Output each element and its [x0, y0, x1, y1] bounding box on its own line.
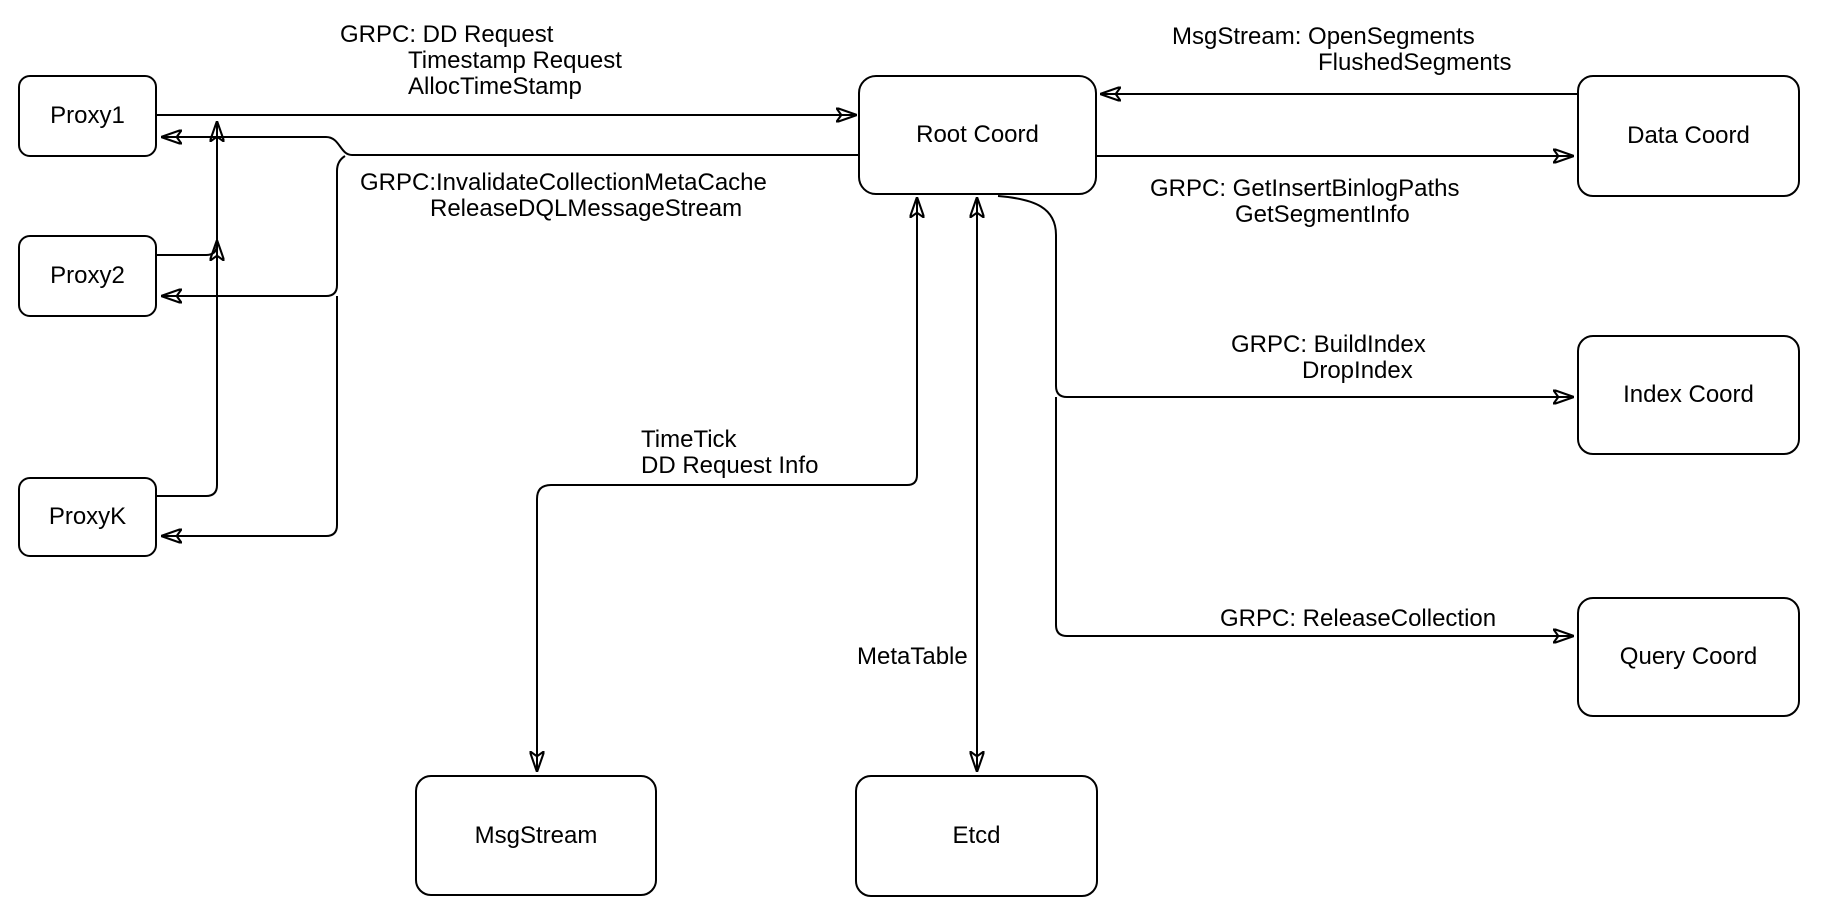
- edge-label-root-to-msgstream-line2: DD Request Info: [641, 452, 819, 479]
- node-index-coord: Index Coord: [1577, 335, 1800, 455]
- node-proxy1: Proxy1: [18, 75, 157, 157]
- node-msgstream-label: MsgStream: [474, 821, 598, 849]
- node-root-coord-label: Root Coord: [916, 121, 1039, 148]
- edge-proxy2-to-rootcoord: [157, 122, 217, 256]
- edge-rootcoord-msgstream: [537, 198, 917, 771]
- edge-label-proxy-to-root-line1: GRPC: DD Request: [340, 21, 554, 48]
- node-etcd: Etcd: [855, 775, 1098, 897]
- edge-label-root-to-data-line2: GetSegmentInfo: [1235, 201, 1410, 228]
- edge-label-data-to-root-line2: FlushedSegments: [1318, 49, 1512, 76]
- edge-label-root-to-query: GRPC: ReleaseCollection: [1220, 605, 1497, 632]
- node-data-coord: Data Coord: [1577, 75, 1800, 197]
- node-query-coord: Query Coord: [1577, 597, 1800, 717]
- edge-label-root-to-etcd: MetaTable: [857, 643, 968, 670]
- edge-rootcoord-to-proxyk: [162, 296, 338, 536]
- node-proxyk: ProxyK: [18, 477, 157, 557]
- edge-rootcoord-to-indexcoord: [997, 195, 1573, 397]
- node-root-coord: Root Coord: [858, 75, 1097, 195]
- edge-label-root-to-proxy-line2: ReleaseDQLMessageStream: [430, 195, 743, 222]
- edge-label-root-to-index-line1: GRPC: BuildIndex: [1231, 331, 1426, 358]
- edge-rootcoord-to-proxy2: [162, 155, 346, 296]
- node-msgstream: MsgStream: [415, 775, 657, 896]
- edge-label-root-to-index-line2: DropIndex: [1302, 357, 1413, 384]
- edge-proxyk-to-rootcoord: [157, 241, 217, 497]
- edge-label-data-to-root-line1: MsgStream: OpenSegments: [1172, 23, 1475, 50]
- edge-label-root-to-proxy-line1: GRPC:InvalidateCollectionMetaCache: [360, 169, 767, 196]
- node-etcd-label: Etcd: [952, 822, 1001, 849]
- node-proxy1-label: Proxy1: [50, 102, 125, 129]
- edge-label-root-to-data-line1: GRPC: GetInsertBinlogPaths: [1150, 175, 1460, 202]
- node-proxy2: Proxy2: [18, 235, 157, 317]
- edge-rootcoord-to-querycoord: [1055, 397, 1573, 636]
- edge-rootcoord-to-proxy1: [162, 137, 858, 156]
- edge-label-root-to-msgstream-line1: TimeTick: [641, 426, 737, 453]
- edge-label-proxy-to-root-line2: Timestamp Request: [408, 47, 622, 74]
- node-proxy2-label: Proxy2: [50, 262, 125, 289]
- node-proxyk-label: ProxyK: [48, 503, 127, 530]
- node-query-coord-label: Query Coord: [1619, 643, 1758, 670]
- edge-label-proxy-to-root-line3: AllocTimeStamp: [408, 73, 582, 100]
- node-index-coord-label: Index Coord: [1623, 381, 1754, 408]
- node-data-coord-label: Data Coord: [1627, 122, 1750, 149]
